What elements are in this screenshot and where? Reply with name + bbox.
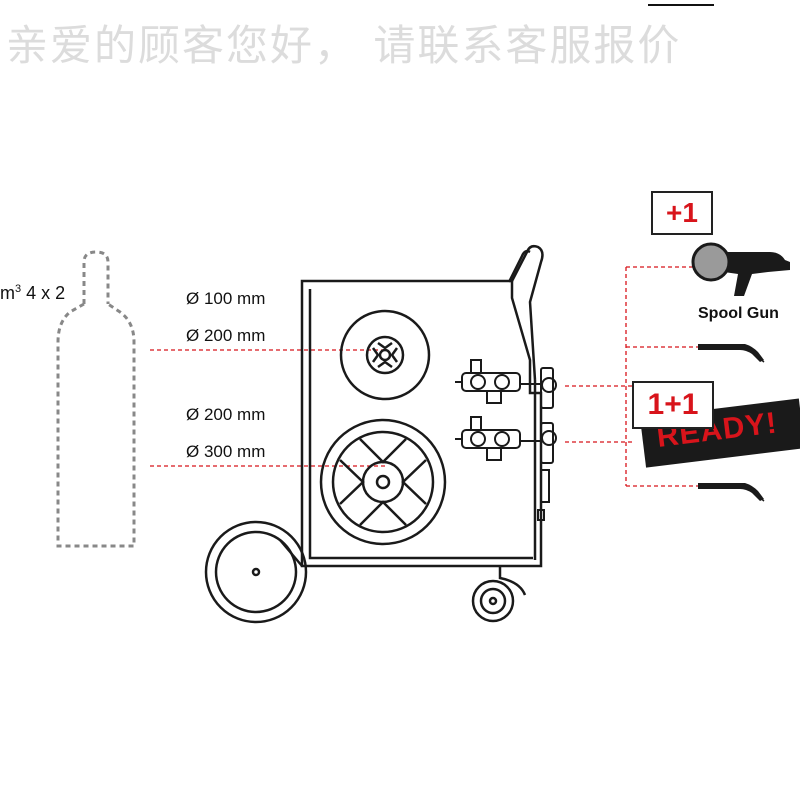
gas-cylinder-label: m3 4 x 2 (0, 283, 65, 304)
mig-torch-icon-2 (698, 483, 765, 502)
spool-gun-icon (691, 242, 790, 296)
spool-size-label: Ø 200 mm (186, 405, 266, 424)
welder-cabinet (300, 244, 544, 568)
large-wire-spool (319, 418, 447, 546)
banner-divider (648, 4, 714, 6)
banner-text: 亲爱的顾客您好， 请联系客服报价 (6, 21, 682, 70)
one-plus-one-badge: 1+1 (632, 381, 714, 429)
leader-lines (150, 266, 698, 487)
gas-unit: m (0, 283, 15, 303)
front-caster (471, 566, 527, 623)
gas-unit-exponent: 3 (15, 283, 22, 295)
small-wire-spool (339, 309, 431, 401)
rear-wheel (204, 520, 308, 624)
control-panel (537, 367, 557, 521)
wire-feeder-lower (455, 416, 541, 461)
spool-size-label: Ø 200 mm (186, 326, 266, 345)
mig-torch-icon-1 (698, 344, 765, 363)
promo-banner: 亲爱的顾客您好， 请联系客服报价 (0, 4, 800, 70)
wire-feeder-upper (455, 359, 541, 404)
spool-size-label: Ø 300 mm (186, 442, 266, 461)
gas-quantity: 4 x 2 (21, 283, 66, 303)
plus-one-badge: +1 (651, 191, 713, 235)
spool-size-label: Ø 100 mm (186, 289, 266, 308)
spool-gun-label: Spool Gun (698, 305, 779, 322)
gas-cylinder-outline (56, 250, 136, 548)
